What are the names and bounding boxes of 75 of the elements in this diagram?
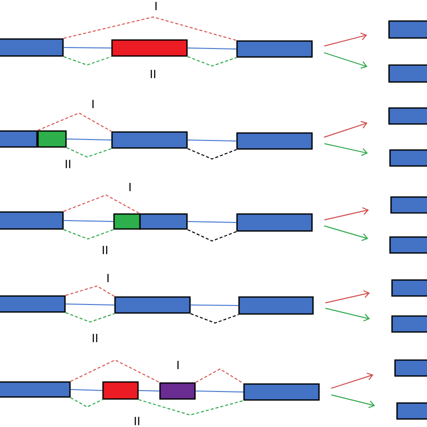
transcript-box	[391, 315, 427, 333]
splice-line	[187, 229, 237, 242]
arrow	[330, 372, 374, 389]
splice-line	[65, 312, 115, 323]
exon-box	[238, 296, 314, 315]
splice-line	[63, 56, 112, 66]
roman-numeral: I	[129, 182, 131, 192]
exon-box	[37, 130, 67, 148]
roman-numeral: II	[134, 416, 140, 426]
exon-box	[114, 296, 191, 314]
splice-line	[70, 359, 160, 383]
roman-numeral: II	[150, 70, 156, 78]
splice-line	[63, 229, 114, 240]
splice-line	[190, 313, 239, 324]
transcript-box	[389, 149, 427, 167]
exon-box	[0, 130, 38, 148]
exon-box	[102, 381, 139, 400]
splice-line	[195, 368, 244, 384]
intron-line	[65, 304, 115, 306]
exon-box	[111, 39, 188, 57]
exon-box	[0, 295, 66, 313]
roman-numeral: II	[92, 334, 98, 342]
splice-line	[37, 112, 112, 132]
roman-numeral: I	[155, 2, 157, 10]
splice-line	[187, 148, 237, 160]
intron-line	[66, 138, 112, 140]
roman-numeral: I	[107, 274, 109, 282]
roman-numeral: I	[92, 100, 94, 108]
intron-line	[138, 390, 160, 392]
intron-line	[63, 220, 114, 222]
intron-line	[187, 221, 237, 223]
roman-numeral: II	[102, 246, 108, 254]
arrow	[324, 120, 368, 138]
transcript-box	[390, 196, 427, 214]
arrow	[324, 290, 370, 304]
intron-line	[195, 390, 244, 392]
roman-numeral: II	[66, 160, 70, 168]
exon-box	[159, 382, 196, 400]
transcript-box	[388, 64, 427, 83]
transcript-box	[394, 359, 427, 377]
splice-line	[66, 147, 112, 158]
exon-box	[0, 211, 64, 230]
intron-line	[63, 47, 112, 48]
transcript-box	[388, 20, 427, 39]
exon-box	[236, 40, 313, 58]
exon-box	[236, 132, 313, 150]
transcript-box	[388, 107, 427, 125]
intron-line	[70, 389, 103, 391]
splice-line	[187, 56, 237, 67]
exon-box	[0, 38, 64, 57]
arrow	[324, 207, 369, 220]
splice-line	[138, 399, 244, 416]
intron-line	[187, 140, 237, 142]
arrow	[324, 308, 370, 322]
exon-box	[113, 213, 141, 230]
exon-box	[111, 131, 188, 149]
splice-line	[65, 285, 115, 297]
arrow	[324, 143, 368, 156]
arrow	[324, 52, 368, 69]
arrow	[324, 225, 368, 241]
transcript-box	[396, 402, 427, 420]
arrow	[324, 32, 368, 46]
exon-box	[139, 213, 188, 230]
arrow	[330, 394, 375, 408]
intron-line	[187, 48, 237, 50]
splice-line	[70, 397, 103, 408]
exon-box	[0, 381, 71, 398]
splice-line	[63, 16, 237, 41]
intron-line	[190, 304, 239, 306]
roman-numeral: I	[177, 360, 179, 370]
transcript-box	[389, 236, 427, 254]
exon-box	[236, 213, 313, 232]
splice-line	[63, 194, 140, 214]
transcript-box	[391, 279, 427, 297]
exon-box	[243, 383, 320, 401]
